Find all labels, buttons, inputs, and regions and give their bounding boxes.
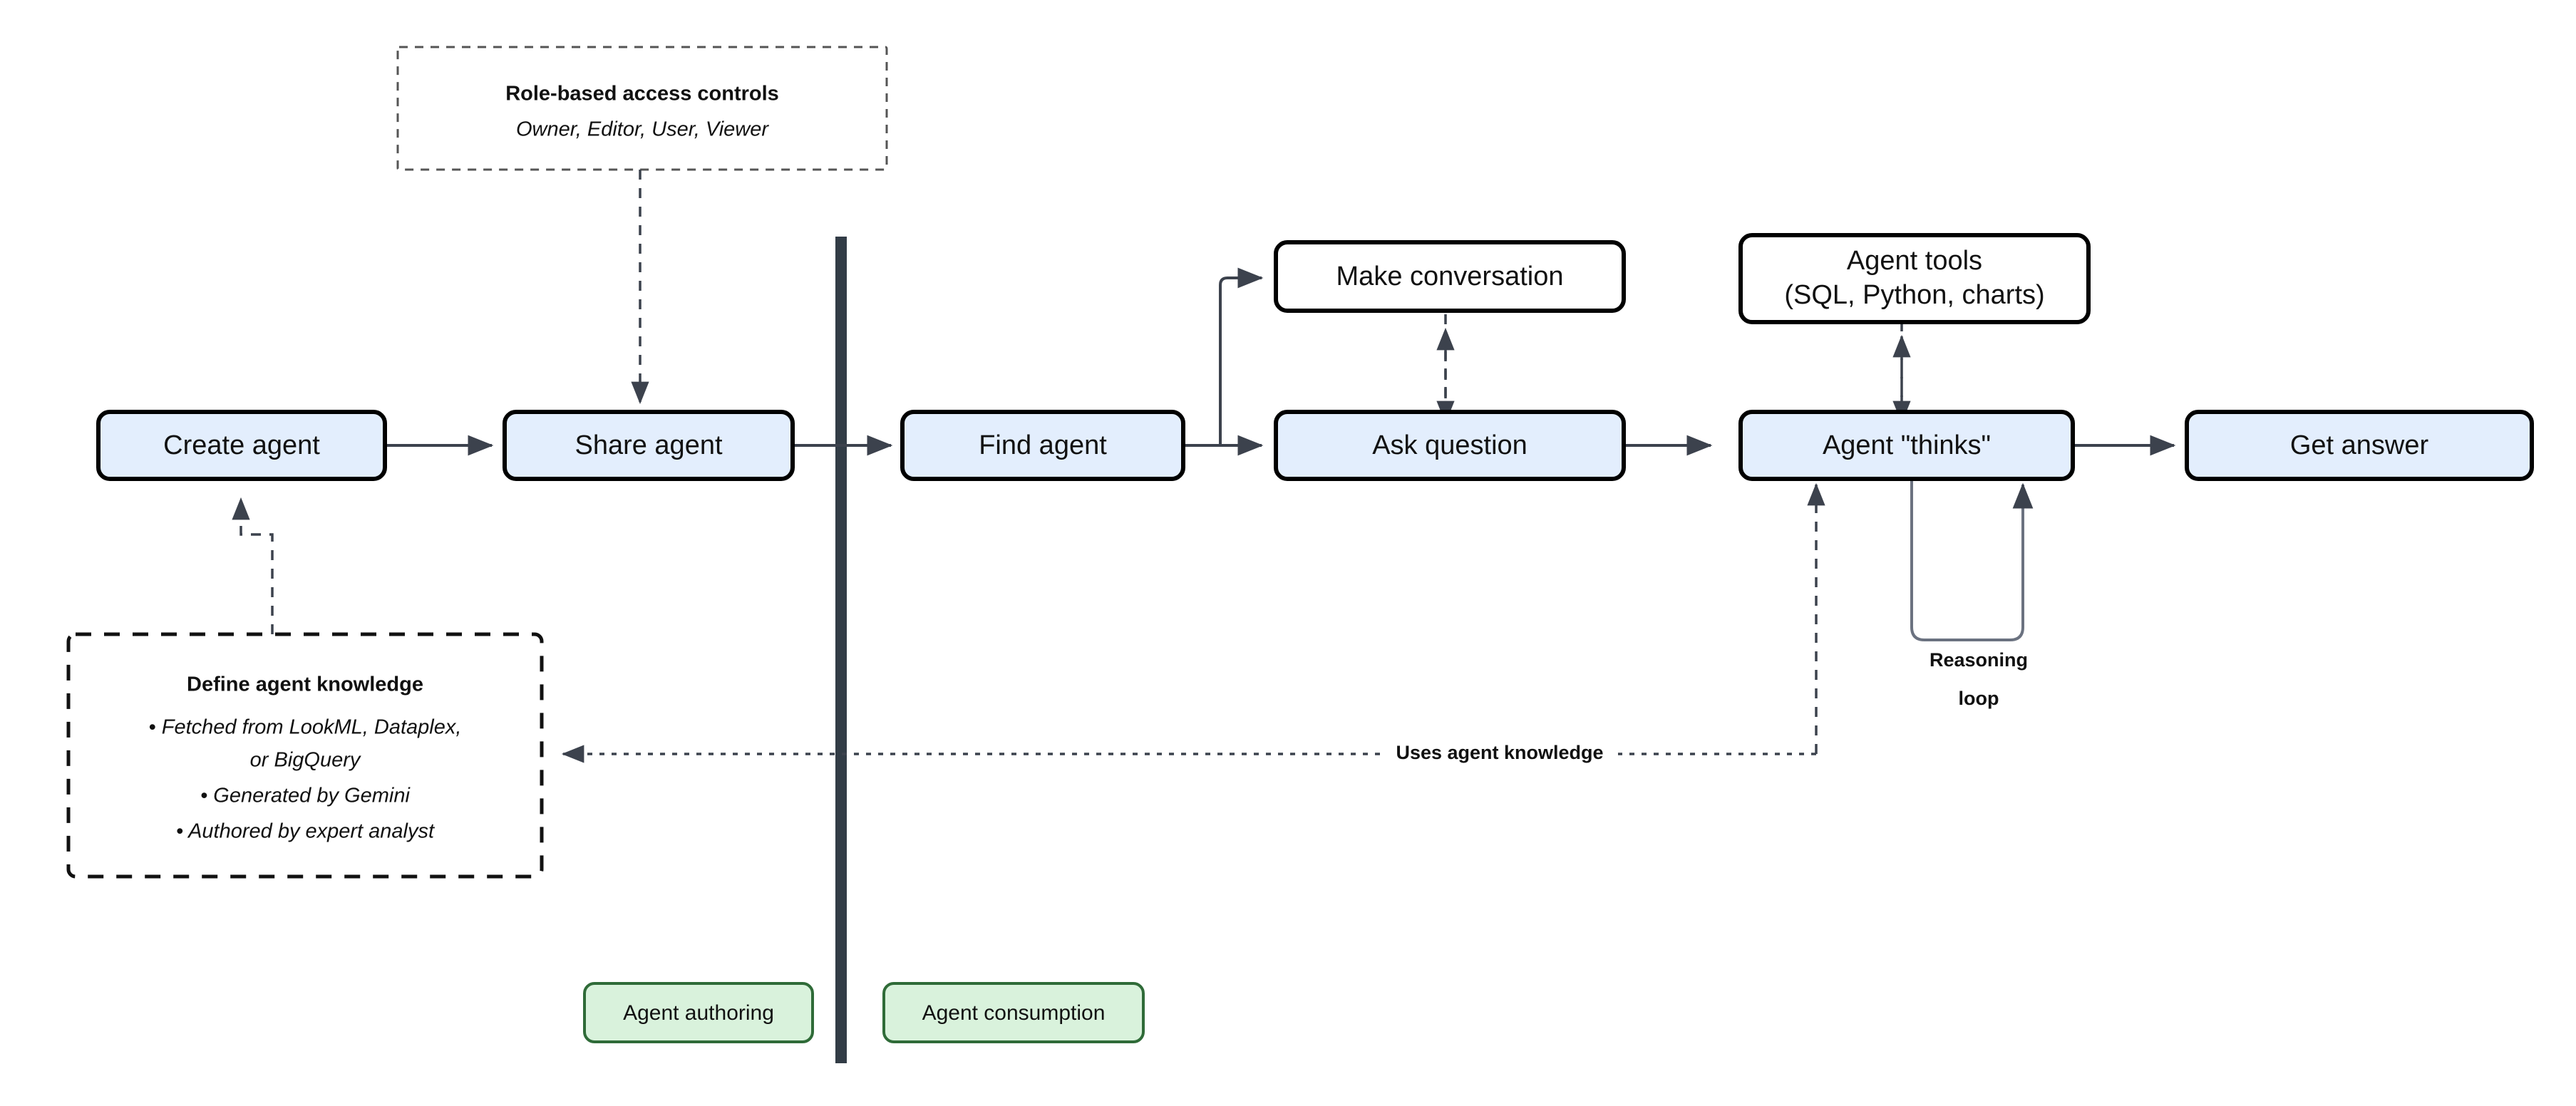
node-ask-question-box[interactable] (1274, 410, 1626, 481)
node-get-answer[interactable]: Get answer (2185, 410, 2534, 481)
node-agent-tools-box[interactable] (1738, 233, 2091, 324)
node-agent-thinks[interactable]: Agent "thinks" (1738, 410, 2075, 481)
note-knowledge-line-0: • Fetched from LookML, Dataplex, (149, 716, 462, 739)
note-knowledge-title: Define agent knowledge (187, 673, 423, 696)
node-create-agent-box[interactable] (96, 410, 387, 481)
note-knowledge-box (66, 632, 544, 879)
legend-agent-consumption-label: Agent consumption (922, 1001, 1106, 1025)
note-knowledge-line-3: • Authored by expert analyst (176, 820, 436, 843)
node-agent-tools[interactable]: Agent tools (SQL, Python, charts) (1738, 233, 2091, 324)
node-agent-tools-sublabel: (SQL, Python, charts) (1784, 280, 2044, 310)
node-agent-thinks-box[interactable] (1738, 410, 2075, 481)
edge-uses-knowledge-label: Uses agent knowledge (1396, 742, 1603, 763)
node-create-agent-label: Create agent (163, 430, 320, 460)
node-ask-question[interactable]: Ask question (1274, 410, 1626, 481)
node-make-conversation[interactable]: Make conversation (1274, 240, 1626, 313)
legend-agent-authoring-box[interactable] (583, 982, 814, 1043)
legend-agent-consumption-box[interactable] (882, 982, 1145, 1043)
node-find-agent-label: Find agent (979, 430, 1107, 460)
reasoning-loop-label-line2: loop (1959, 688, 1999, 709)
node-share-agent-label: Share agent (575, 430, 722, 460)
edge-reasoning-loop (1910, 476, 2034, 641)
note-knowledge-line-2: • Generated by Gemini (200, 785, 411, 807)
node-get-answer-box[interactable] (2185, 410, 2534, 481)
note-knowledge-line-1: or BigQuery (250, 749, 361, 772)
node-find-agent[interactable]: Find agent (900, 410, 1185, 481)
node-agent-tools-label: Agent tools (1847, 246, 1982, 276)
node-find-agent-box[interactable] (900, 410, 1185, 481)
legend-agent-authoring[interactable]: Agent authoring (583, 982, 814, 1043)
note-define-agent-knowledge: Define agent knowledge • Fetched from Lo… (66, 632, 544, 879)
node-make-conversation-box[interactable] (1274, 240, 1626, 313)
note-rbac-box (396, 46, 888, 171)
edge-find-to-make-conversation (1219, 267, 1264, 445)
node-create-agent[interactable]: Create agent (96, 410, 387, 481)
node-share-agent[interactable]: Share agent (503, 410, 795, 481)
node-make-conversation-label: Make conversation (1336, 262, 1564, 291)
note-rbac-line-0: Owner, Editor, User, Viewer (516, 118, 769, 141)
node-ask-question-label: Ask question (1372, 430, 1527, 460)
edge-knowledge-to-create-agent (232, 497, 274, 634)
reasoning-loop-label-line1: Reasoning (1930, 649, 2028, 671)
node-agent-thinks-label: Agent "thinks" (1823, 430, 1991, 460)
note-role-based-access-controls: Role-based access controls Owner, Editor… (396, 46, 888, 171)
section-divider (835, 237, 847, 1063)
legend-agent-consumption[interactable]: Agent consumption (882, 982, 1145, 1043)
note-rbac-title: Role-based access controls (505, 83, 779, 105)
node-get-answer-label: Get answer (2290, 430, 2429, 460)
legend-agent-authoring-label: Agent authoring (623, 1001, 774, 1025)
node-share-agent-box[interactable] (503, 410, 795, 481)
